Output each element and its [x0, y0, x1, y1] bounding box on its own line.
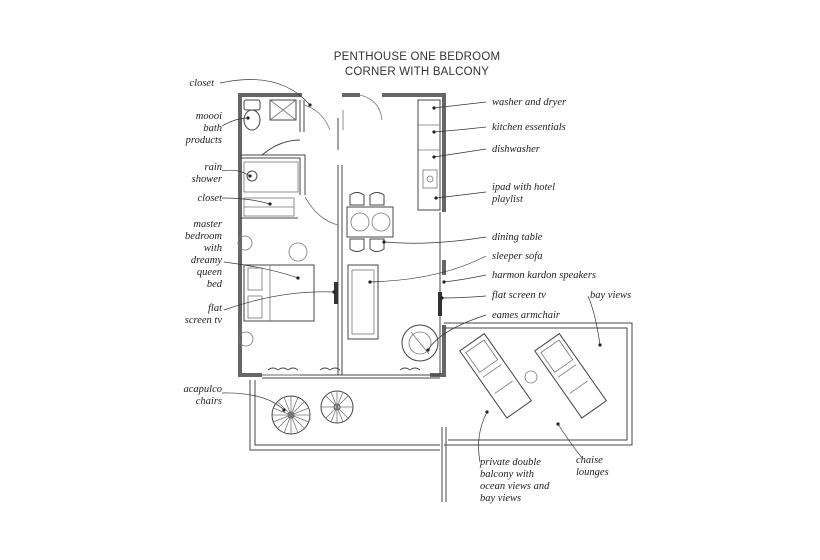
label-dishwasher: dishwasher: [492, 144, 541, 155]
label-chaise-line-1: chaise: [576, 455, 603, 466]
label-closet-mid: closet: [198, 193, 224, 204]
eames-armchair: [401, 324, 439, 362]
label-master-line-6: bed: [207, 279, 223, 290]
label-balcony-line-3: ocean views and: [480, 481, 550, 492]
label-master-line-4: dreamy: [191, 255, 222, 266]
label-rain-line-1: rain: [204, 162, 222, 173]
label-speakers: harmon kardon speakers: [492, 270, 596, 281]
label-flat-left-line-1: flat: [208, 303, 223, 314]
sliding-doors: [267, 367, 421, 371]
label-moooi-line-2: bath: [203, 123, 222, 134]
tvs: [334, 282, 442, 316]
interior-walls: [240, 100, 440, 379]
leader-lines: [219, 79, 601, 463]
acapulco-chairs: [271, 390, 354, 435]
chaise-lounges: [459, 332, 608, 419]
leader-dots: [246, 103, 602, 426]
dining-set: [346, 192, 394, 252]
label-master-line-2: bedroom: [185, 231, 222, 242]
label-master-line-5: queen: [197, 267, 222, 278]
label-master-line-1: master: [193, 219, 222, 230]
label-moooi-line-3: products: [185, 135, 222, 146]
label-sofa: sleeper sofa: [492, 251, 542, 262]
label-master-line-3: with: [204, 243, 222, 254]
label-flat-right: flat screen tv: [492, 290, 546, 301]
label-flat-left-line-2: screen tv: [185, 315, 223, 326]
label-ipad-line-2: playlist: [491, 194, 524, 205]
label-balcony-line-4: bay views: [480, 493, 521, 504]
label-balcony-line-1: private double: [479, 457, 541, 468]
plan-title-line-2: CORNER WITH BALCONY: [345, 66, 489, 78]
label-rain-line-2: shower: [192, 174, 223, 185]
label-closet-top: closet: [190, 78, 216, 89]
label-kitchen: kitchen essentials: [492, 122, 566, 133]
closets: [243, 197, 295, 217]
label-moooi-line-1: moooi: [196, 111, 222, 122]
plan-title-line-1: PENTHOUSE ONE BEDROOM: [334, 51, 501, 63]
balcony: [249, 322, 633, 502]
left-labels: closet moooi bath products rain shower c…: [184, 78, 224, 407]
label-balcony-line-2: balcony with: [480, 469, 534, 480]
label-dining: dining table: [492, 232, 543, 243]
label-acapulco-line-1: acapulco: [184, 384, 223, 395]
sleeper-sofa: [347, 264, 379, 340]
label-acapulco-line-2: chairs: [196, 396, 222, 407]
right-labels: washer and dryer kitchen essentials dish…: [479, 97, 631, 504]
label-eames: eames armchair: [492, 310, 561, 321]
kitchen-counter: [417, 99, 441, 211]
queen-bed: [237, 235, 315, 347]
door-swings: [262, 94, 383, 376]
label-chaise-line-2: lounges: [576, 467, 609, 478]
label-washer: washer and dryer: [492, 97, 567, 108]
label-ipad-line-1: ipad with hotel: [492, 182, 555, 193]
bathroom-fixtures: [243, 99, 301, 193]
label-bay: bay views: [590, 290, 631, 301]
